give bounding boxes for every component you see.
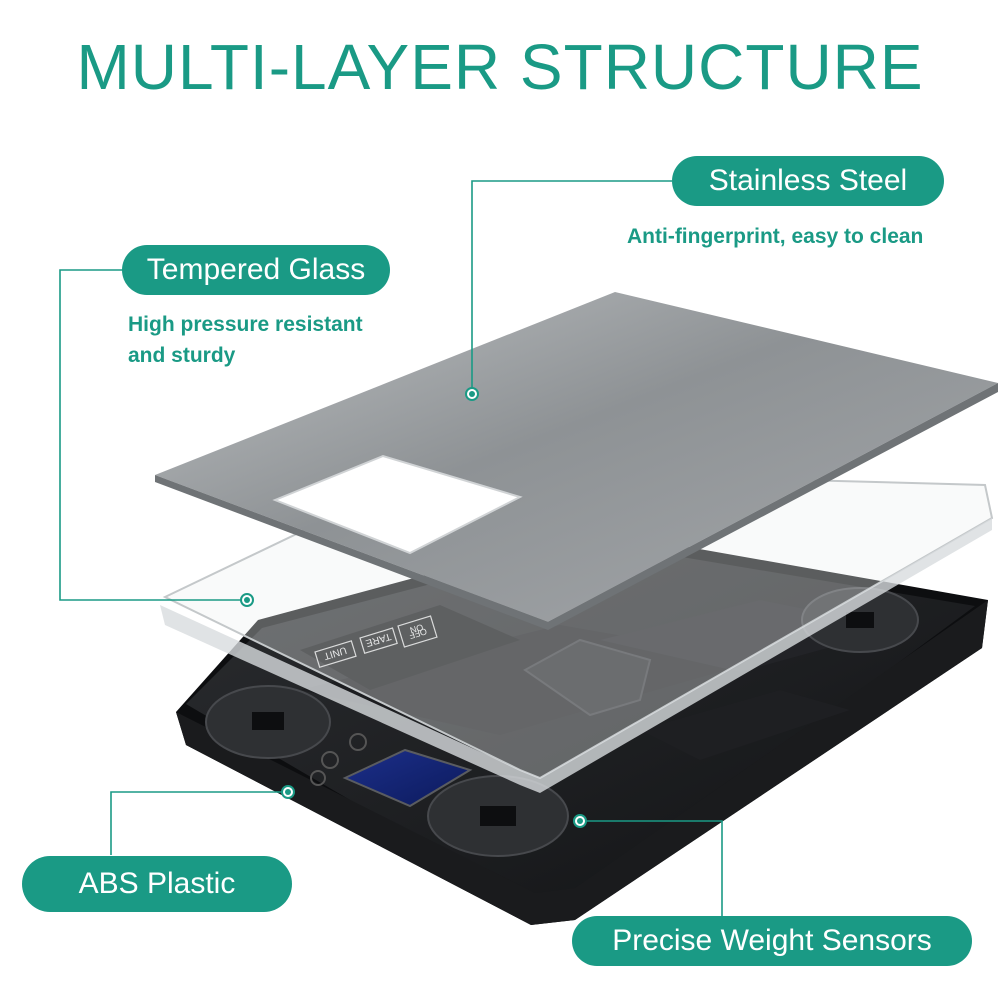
stainless-steel-label: Stainless Steel bbox=[672, 156, 944, 206]
abs-plastic-label: ABS Plastic bbox=[22, 856, 292, 912]
tempered-glass-description-line1: High pressure resistant bbox=[128, 313, 363, 336]
control-panel: UNIT TARE ON OFF bbox=[300, 605, 520, 690]
tempered-glass-connector bbox=[59, 269, 247, 601]
unit-button: UNIT bbox=[314, 640, 357, 669]
weight-sensors-label: Precise Weight Sensors bbox=[572, 916, 972, 966]
abs-plastic-connector bbox=[110, 791, 288, 855]
connector-dots bbox=[240, 387, 587, 828]
page-title: MULTI-LAYER STRUCTURE bbox=[76, 31, 924, 103]
on-off-button-label-top: ON bbox=[409, 622, 425, 636]
on-off-button: ON OFF bbox=[397, 615, 438, 648]
tempered-glass-label: Tempered Glass bbox=[122, 245, 390, 295]
tempered-glass-description: High pressure resistant and sturdy bbox=[128, 309, 363, 371]
weight-sensors-connector bbox=[580, 820, 723, 917]
connector-lines bbox=[59, 180, 723, 917]
tempered-glass-description-line2: and sturdy bbox=[128, 344, 236, 367]
stainless-steel-connector bbox=[471, 180, 672, 394]
stainless-steel-layer bbox=[155, 292, 998, 630]
tare-button: TARE bbox=[359, 627, 398, 655]
stainless-steel-description: Anti-fingerprint, easy to clean bbox=[627, 225, 924, 248]
